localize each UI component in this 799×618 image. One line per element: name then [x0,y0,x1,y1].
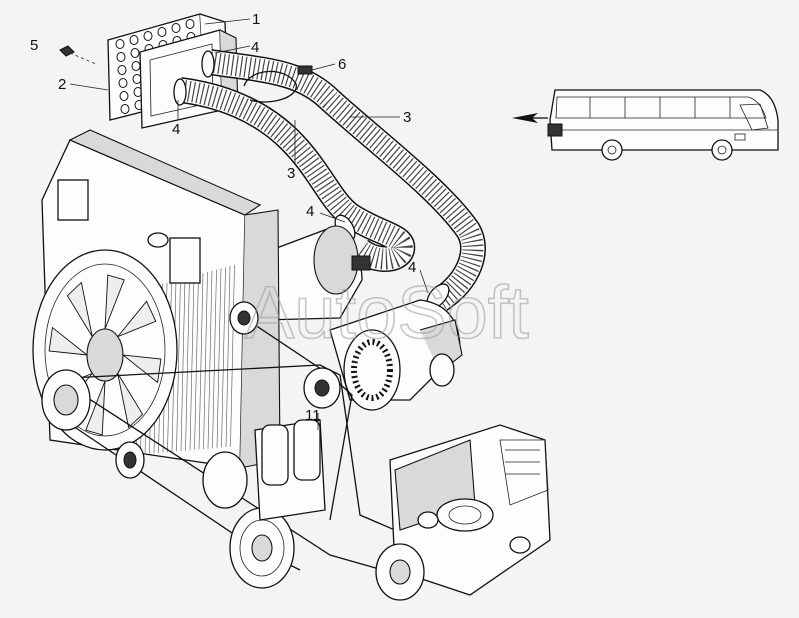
callout-3-right: 3 [403,109,411,126]
filter-hole [131,61,141,71]
callout-11: 11 [305,407,321,424]
callout-labels: 1 4 5 2 6 3 4 3 4 4 11 [30,11,416,424]
filter-hole [130,48,140,58]
radiator-fin [225,265,231,448]
arrow-right-icon [512,113,548,123]
radiator-fin [180,277,186,452]
filter-hole [119,91,129,101]
fan-blade [117,373,144,429]
filter-hole [117,65,127,75]
radiator-fin [230,264,235,447]
radiator-fin [185,276,190,451]
filter-hole [118,78,128,88]
callout-6: 6 [338,56,346,73]
corrugated-hose-lower [178,77,416,272]
callout-2: 2 [58,76,66,93]
filter-hole [171,23,181,33]
fan-blade [66,281,93,337]
fan-blade [48,326,89,356]
filter-hole [116,52,126,62]
callout-4-middle: 4 [306,203,314,220]
radiator-fin [198,273,204,450]
watermark-text: AutoSoft [245,271,529,354]
filter-hole [185,19,195,29]
pulley-idler [115,441,145,479]
corrugated-hose-upper [207,49,486,311]
radiator-fin [203,271,208,450]
callout-4-left: 4 [172,121,180,138]
pulley-crank [41,369,91,431]
radiator-fin [189,275,195,451]
filter-hole [115,39,125,49]
radiator-fin [216,268,222,448]
mounting-screw [59,45,97,65]
callout-3-lower: 3 [287,165,295,182]
radiator-fin [194,274,199,450]
callout-4-top: 4 [251,39,259,56]
callout-5: 5 [30,37,38,54]
radiator-fin [221,267,226,448]
pulley-tensioner [229,301,341,409]
filter-hole [132,74,142,84]
bus-icon [547,89,779,161]
water-pump [202,419,326,521]
filter-hole [143,31,153,41]
hose-clamps [173,50,450,309]
filter-hole [157,27,167,37]
filter-hole [129,35,139,45]
fan-blade [121,354,162,384]
fan-blade [104,274,125,330]
alternator [329,299,463,411]
leader-lines [69,18,429,430]
fan-blade [117,300,157,338]
filter-hole [120,104,130,114]
radiator-fin [176,279,181,452]
compressor-block [375,424,551,601]
callout-4-right: 4 [408,259,416,276]
callout-1: 1 [252,11,260,28]
radiator-fin [212,269,217,449]
radiator-fin [207,270,213,449]
